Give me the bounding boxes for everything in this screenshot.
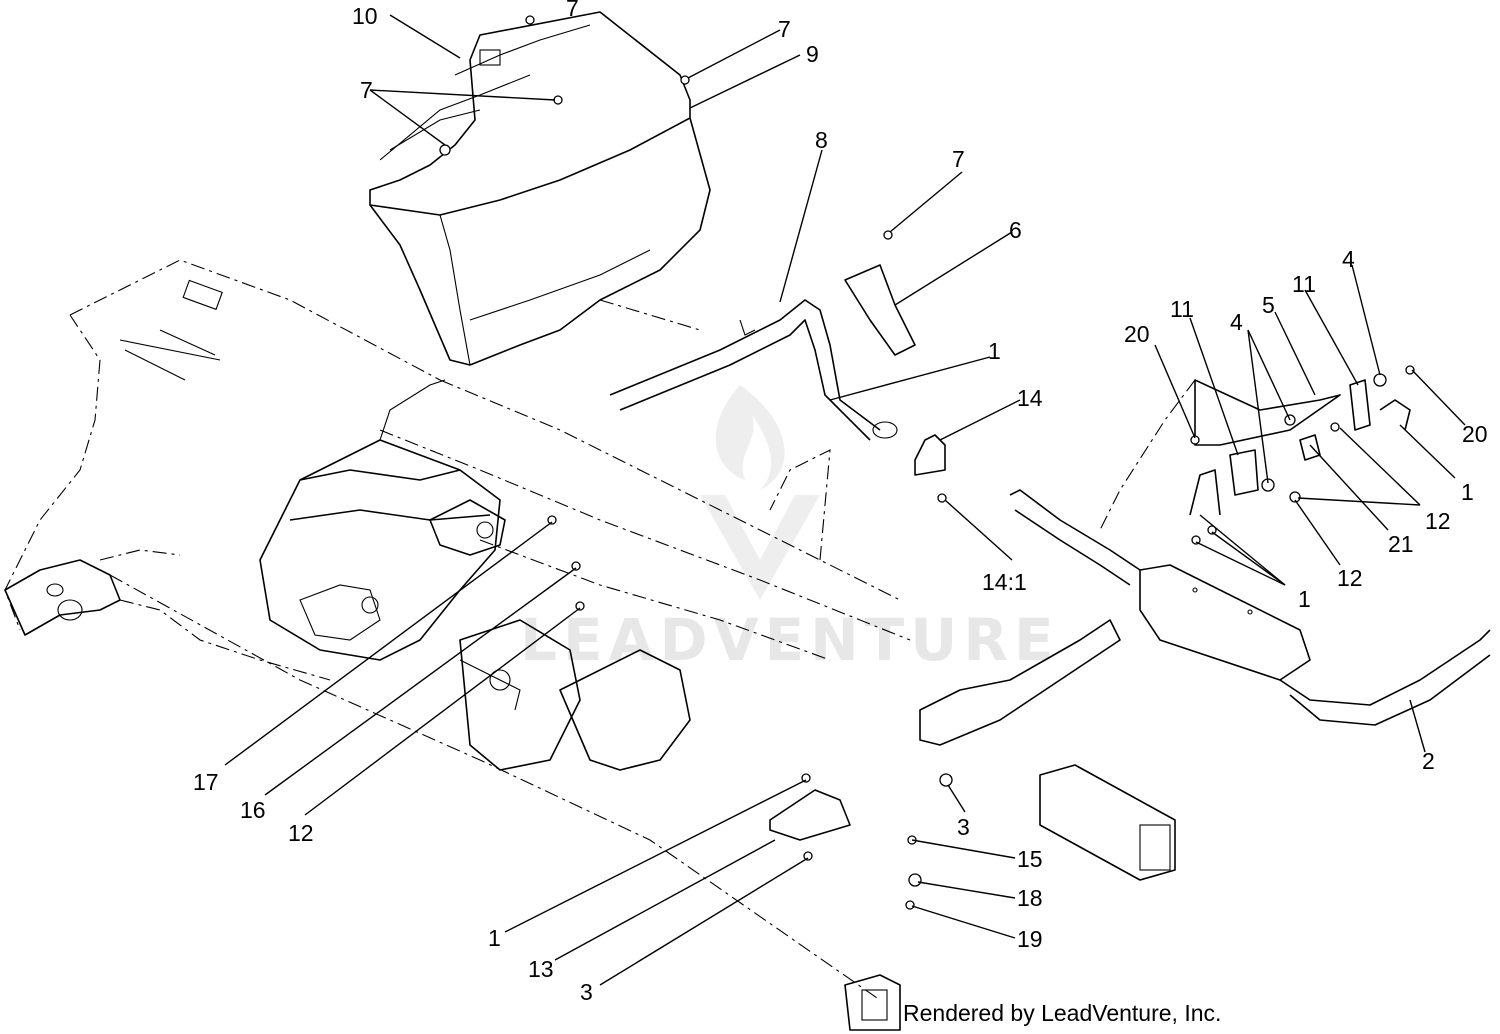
callout-9: 9 xyxy=(806,41,819,67)
callout-1-pipe: 1 xyxy=(988,338,1001,364)
render-credit: Rendered by LeadVenture, Inc. xyxy=(903,1000,1222,1026)
muffler xyxy=(1009,489,1491,726)
muffler-bracket xyxy=(1099,379,1371,531)
callout-4-right: 4 xyxy=(1342,246,1355,272)
callout-1-bottom: 1 xyxy=(488,925,501,951)
callout-10: 10 xyxy=(352,3,378,29)
callout-4-left: 4 xyxy=(1230,309,1243,335)
callout-21: 21 xyxy=(1388,531,1414,557)
callout-1-right: 1 xyxy=(1461,479,1474,505)
callout-14: 14 xyxy=(1017,385,1043,411)
callout-7-top: 7 xyxy=(566,0,579,21)
callout-19: 19 xyxy=(1017,926,1043,952)
frame-assembly xyxy=(4,259,441,681)
frame-tube xyxy=(1039,764,1176,881)
callout-11-left: 11 xyxy=(1170,296,1194,322)
callout-18: 18 xyxy=(1017,885,1043,911)
callout-6: 6 xyxy=(1009,217,1022,243)
callout-3-right: 3 xyxy=(957,814,970,840)
callout-7-left: 7 xyxy=(360,77,373,103)
callout-labels: 10 7 7 9 7 8 7 6 1 14 14:1 20 11 4 5 11 … xyxy=(193,0,1488,1005)
callout-12-lower: 12 xyxy=(1337,565,1363,591)
callout-7-shield: 7 xyxy=(952,146,965,172)
leader-lines xyxy=(224,14,1466,986)
callout-3-bottom: 3 xyxy=(580,979,593,1005)
callout-11-right: 11 xyxy=(1292,271,1316,297)
callout-14-1: 14:1 xyxy=(982,569,1027,595)
hardware xyxy=(439,15,1415,910)
leadventure-watermark: LEADVENTURE xyxy=(520,385,1060,674)
callout-7-right: 7 xyxy=(778,16,791,42)
callout-20-right: 20 xyxy=(1462,421,1488,447)
callout-17: 17 xyxy=(193,769,219,795)
main-frame-rail xyxy=(109,299,911,1031)
tailpipe-shield xyxy=(844,264,916,356)
callout-8: 8 xyxy=(815,127,828,153)
callout-15: 15 xyxy=(1017,846,1043,872)
callout-2: 2 xyxy=(1422,748,1435,774)
clamp-14 xyxy=(914,434,946,476)
callout-5: 5 xyxy=(1262,292,1275,318)
bracket-13 xyxy=(769,789,851,841)
heat-shield-top xyxy=(369,11,711,366)
callout-12-left: 12 xyxy=(288,820,314,846)
callout-1-clamps: 1 xyxy=(1298,586,1311,612)
engine-block xyxy=(259,379,506,661)
watermark-text: LEADVENTURE xyxy=(520,606,1060,674)
exhaust-pipe xyxy=(609,299,898,441)
support-bracket xyxy=(919,619,1121,746)
callout-13: 13 xyxy=(528,956,554,982)
callout-12-right: 12 xyxy=(1425,508,1451,534)
callout-16: 16 xyxy=(240,797,266,823)
callout-20-left: 20 xyxy=(1124,321,1150,347)
